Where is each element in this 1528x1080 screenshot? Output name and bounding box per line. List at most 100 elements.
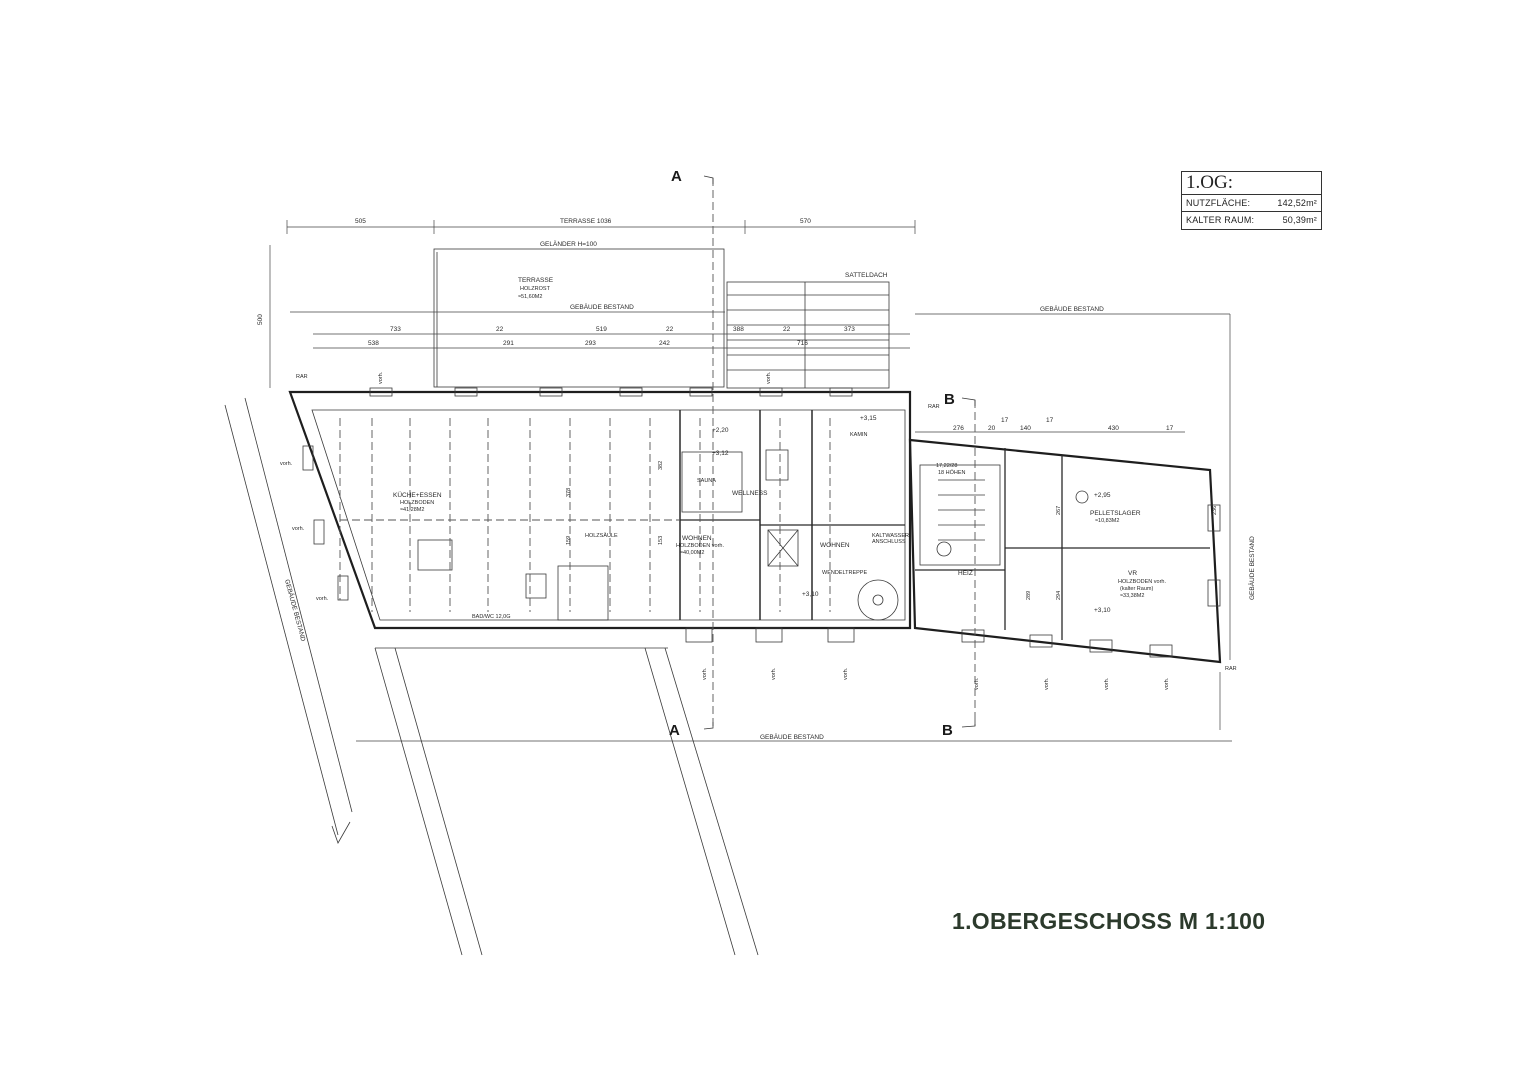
right-building: PELLETSLAGER ≈10,83M2 HEIZ VR HOLZBODEN …	[908, 404, 1237, 690]
dim-388: 388	[733, 326, 744, 333]
dim-159: 159	[566, 536, 572, 545]
bestand-top-right: GEBÄUDE BESTAND	[1040, 305, 1104, 313]
bestand-top-left: GEBÄUDE BESTAND	[570, 303, 634, 311]
vorh-6: vorh.	[974, 677, 980, 690]
wendeltreppe-label: WENDELTREPPE	[822, 570, 867, 576]
vr-boden: HOLZBODEN vorh.	[1118, 579, 1166, 585]
dim-519: 519	[596, 326, 607, 333]
room-wellness: WELLNESS	[732, 490, 768, 497]
dim-716: 716	[797, 340, 808, 347]
top-dimension-chain: 505 TERRASSE 1036 570	[286, 218, 916, 234]
dim-terrasse: TERRASSE 1036	[560, 218, 612, 225]
bad-wc-label: BAD/WC 12,0G	[472, 614, 511, 620]
title-block-row-nutzflaeche: NUTZFLÄCHE: 142,52m²	[1182, 195, 1321, 211]
vorh-7: vorh.	[1044, 677, 1050, 690]
dim-22c: 22	[783, 326, 791, 333]
dim-382: 382	[658, 461, 664, 470]
kueche-area: ≈41,28M2	[400, 507, 424, 513]
bestand-bottom: GEBÄUDE BESTAND	[760, 733, 824, 741]
dim-289: 289	[1026, 591, 1032, 600]
dim-505: 505	[355, 218, 366, 225]
kueche-boden: HOLZBODEN	[400, 500, 434, 506]
vorh-left-2: vorh.	[292, 526, 305, 532]
kalter-raum-label: KALTER RAUM:	[1186, 215, 1255, 225]
dim-22b: 22	[666, 326, 674, 333]
room-sauna: SAUNA	[697, 478, 716, 484]
terrasse-area: ≈51,60M2	[518, 294, 542, 300]
level-2: +3,12	[712, 450, 729, 457]
pellets-area: ≈10,83M2	[1095, 518, 1119, 524]
dim-570: 570	[800, 218, 811, 225]
dimension-rows: 733 22 519 22 388 22 373 538 291 293 242…	[313, 326, 910, 349]
dim-538: 538	[368, 340, 379, 347]
title-block-row-kalter-raum: KALTER RAUM: 50,39m²	[1182, 211, 1321, 228]
level-3: +2,95	[1094, 492, 1111, 499]
room-heiz: HEIZ	[958, 570, 973, 577]
gelaender-label: GELÄNDER H=100	[540, 240, 597, 248]
satteldach-roof: SATTELDACH	[726, 272, 890, 389]
dim-294: 294	[1056, 591, 1062, 600]
dim-22a: 22	[496, 326, 504, 333]
vorh-9: vorh.	[1164, 677, 1170, 690]
anschluss-label: ANSCHLUSS	[872, 539, 906, 545]
kalter-raum-value: 50,39m²	[1282, 215, 1317, 225]
holzsaeule-label: HOLZSÄULE	[585, 532, 618, 539]
left-existing-building: GEBÄUDE BESTAND	[224, 397, 759, 956]
level-6: +3,15	[860, 415, 877, 422]
drawing-caption: 1.OBERGESCHOSS M 1:100	[952, 908, 1266, 934]
dim-373: 373	[844, 326, 855, 333]
section-b-top: B	[944, 391, 955, 408]
existing-building-lines: GEBÄUDE BESTAND GEBÄUDE BESTAND GEBÄUDE …	[290, 303, 1256, 742]
bestand-right: GEBÄUDE BESTAND	[1248, 536, 1256, 600]
room-pelletslager: PELLETSLAGER	[1090, 510, 1141, 517]
title-block: 1.OG: NUTZFLÄCHE: 142,52m² KALTER RAUM: …	[1181, 171, 1322, 230]
holzrost-label: HOLZROST	[520, 286, 551, 292]
rar-2: RAR	[1225, 666, 1237, 672]
dim-293: 293	[585, 340, 596, 347]
vr-area: ≈33,38M2	[1120, 593, 1144, 599]
dim-17c: 17	[1166, 425, 1174, 432]
vorh-2: vorh.	[766, 371, 772, 384]
dim-242: 242	[659, 340, 670, 347]
rar-3: RAR	[928, 404, 940, 410]
room-vr: VR	[1128, 570, 1137, 577]
hoehen-label: 18 HÖHEN	[938, 469, 966, 476]
dim-276: 276	[953, 425, 964, 432]
main-building: KÜCHE+ESSEN HOLZBODEN ≈41,28M2 SAUNA WEL…	[288, 374, 912, 630]
dim-236: 236	[1212, 506, 1218, 515]
vr-kalt: (kalter Raum)	[1120, 586, 1153, 592]
dim-291: 291	[503, 340, 514, 347]
room-wohnen: WOHNEN	[682, 535, 712, 542]
dim-17a: 17	[1001, 417, 1009, 424]
vorh-1: vorh.	[378, 371, 384, 384]
vorh-left-1: vorh.	[280, 461, 293, 467]
bestand-left: GEBÄUDE BESTAND	[283, 578, 307, 642]
section-a-top: A	[671, 168, 682, 185]
wohnen-area: ≈40,00M2	[680, 550, 704, 556]
wohnen-boden: HOLZBODEN vorh.	[676, 543, 724, 549]
vorh-4: vorh.	[771, 667, 777, 680]
terrasse: GELÄNDER H=100 TERRASSE HOLZROST ≈51,60M…	[257, 240, 725, 388]
section-lines: A A B B	[669, 168, 976, 739]
dim-140: 140	[1020, 425, 1031, 432]
dim-267: 267	[1056, 506, 1062, 515]
room-kueche: KÜCHE+ESSEN	[393, 491, 442, 499]
kamin-label: KAMIN	[850, 432, 867, 438]
rar-1: RAR	[296, 374, 308, 380]
vorh-left-3: vorh.	[316, 596, 329, 602]
vorh-3: vorh.	[702, 667, 708, 680]
section-b-bottom: B	[942, 722, 953, 739]
dim-733: 733	[390, 326, 401, 333]
nutzflaeche-label: NUTZFLÄCHE:	[1186, 198, 1251, 208]
level-1: +2,20	[712, 427, 729, 434]
satteldach-label: SATTELDACH	[845, 272, 888, 279]
dim-430: 430	[1108, 425, 1119, 432]
terrasse-label: TERRASSE	[518, 277, 554, 284]
windows: vorh. vorh. vorh. vorh. vorh. vorh. vorh…	[280, 371, 855, 680]
nutzflaeche-value: 142,52m²	[1277, 198, 1317, 208]
title-block-floor: 1.OG:	[1182, 172, 1321, 195]
right-dimension-chain: 276 17 20 140 17 430 17	[915, 417, 1185, 433]
level-4: +3,10	[802, 591, 819, 598]
vorh-8: vorh.	[1104, 677, 1110, 690]
